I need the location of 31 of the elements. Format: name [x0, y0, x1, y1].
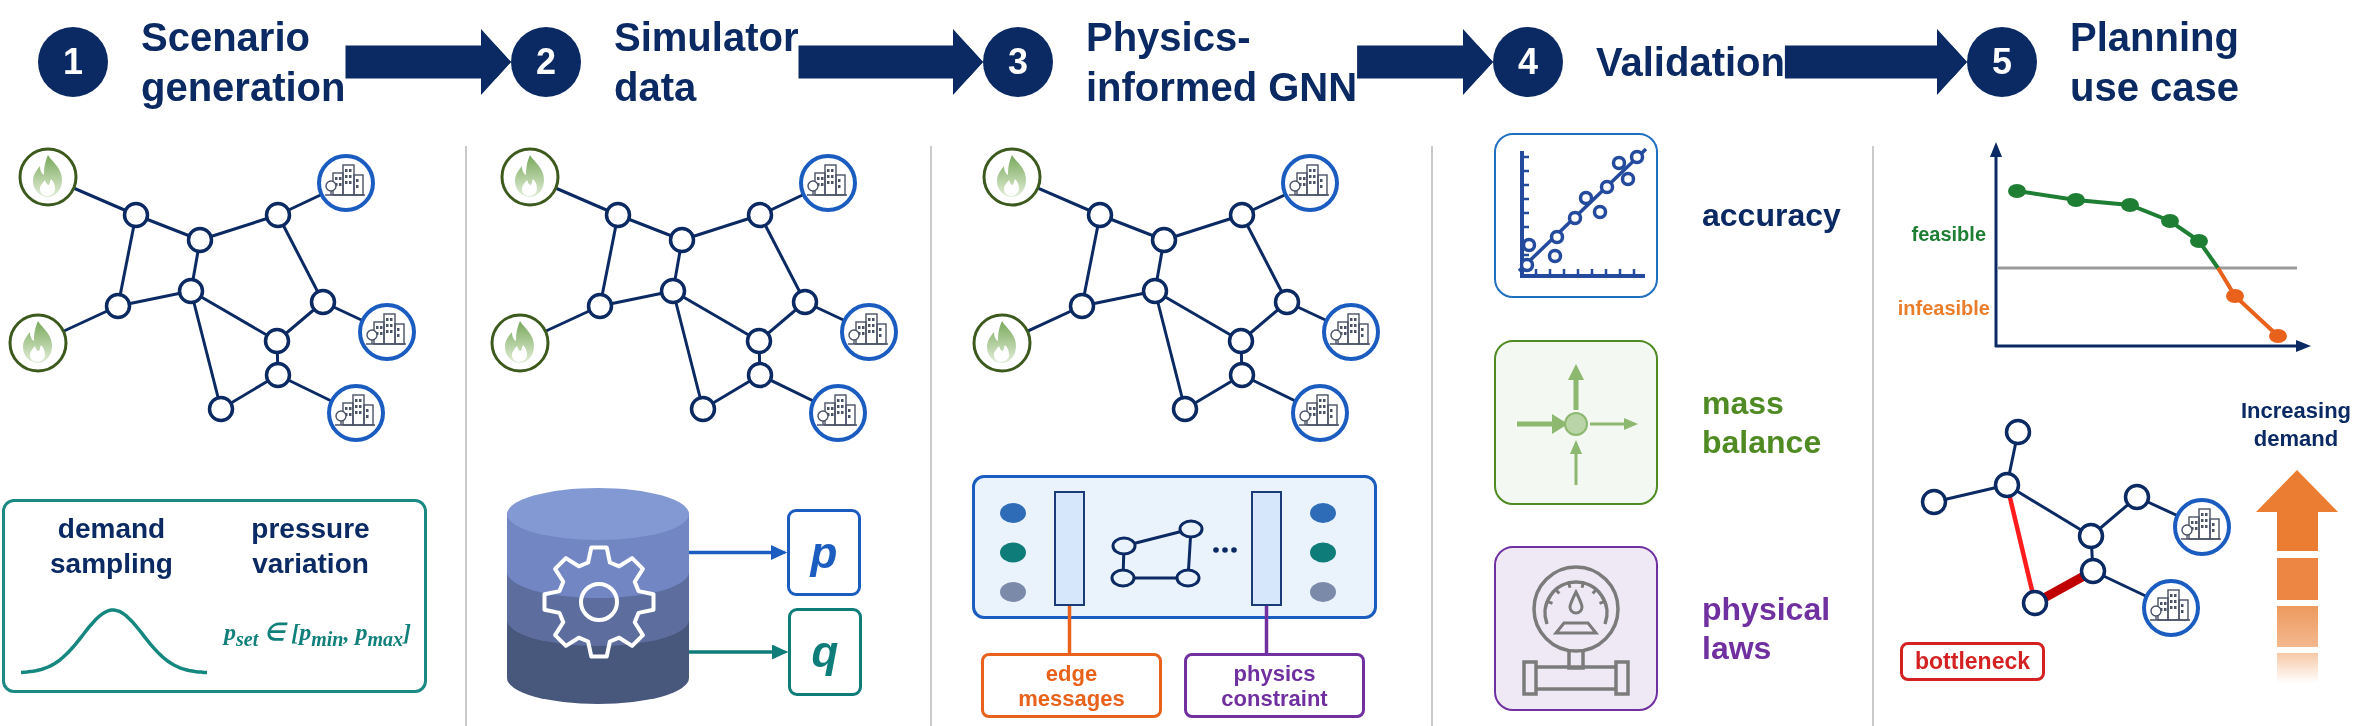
callout-box: edge messages — [981, 653, 1162, 718]
leader-line — [1067, 606, 1072, 653]
metric-label: mass balance — [1702, 384, 1822, 460]
step-title: Planning use case — [2070, 15, 2240, 109]
formula: p$_{set}$ ∈ [p$_{min}$, p$_{max}$] — [224, 619, 412, 645]
leader-line — [1264, 606, 1269, 653]
step-title: Scenario generation — [141, 15, 346, 109]
step-title: Simulator data — [614, 15, 799, 109]
layer-bar — [1251, 491, 1282, 606]
step-number: 2 — [511, 27, 581, 97]
variable-box: q — [788, 608, 862, 696]
callout-box: physics constraint — [1184, 653, 1365, 718]
sampling-panel — [2, 499, 427, 693]
panel-heading: demand sampling — [50, 513, 173, 579]
metric-label: physical laws — [1702, 590, 1831, 666]
step-title: Validation — [1596, 40, 1785, 84]
variable-box: p — [787, 509, 861, 596]
model-panel — [972, 475, 1377, 619]
chart-label: feasible — [1911, 223, 1986, 245]
layer-bar — [1054, 491, 1085, 606]
annotation-text: Increasing demand — [2240, 398, 2351, 451]
step-number: 1 — [38, 27, 108, 97]
callout-box: bottleneck — [1900, 642, 2045, 681]
step-number: 3 — [983, 27, 1053, 97]
step-number: 5 — [1967, 27, 2037, 97]
step-number: 4 — [1493, 27, 1563, 97]
database-cylinder — [507, 488, 689, 704]
metric-label: accuracy — [1702, 197, 1841, 233]
step-title: Physics-informed GNN — [1086, 15, 1358, 109]
panel-heading: pressure variation — [251, 513, 370, 579]
chart-label: infeasible — [1897, 297, 1990, 319]
